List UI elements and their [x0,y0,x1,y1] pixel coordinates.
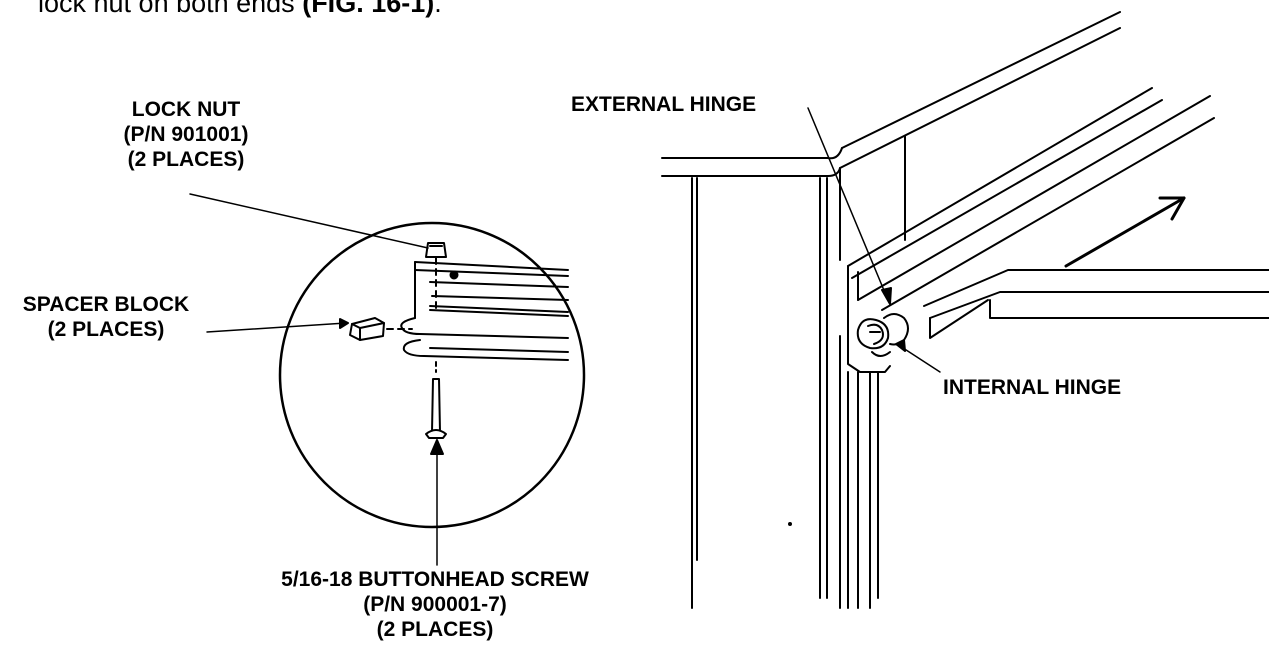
lock-nut-label: LOCK NUT (P/N 901001) (2 PLACES) [104,97,268,172]
external-hinge-text: EXTERNAL HINGE [571,93,757,116]
lock-nut-part [425,242,447,311]
screw-hole [449,270,459,280]
frame-view [661,11,1269,609]
lock-nut-leader [189,193,429,249]
figure-reference: (FIG. 16-1) [302,0,435,18]
internal-hinge-leader [899,345,941,373]
external-hinge-label: EXTERNAL HINGE [571,92,756,117]
external-hinge-leader [807,107,889,301]
lock-nut-part-number: (P/N 901001) [123,123,249,146]
spacer-block-part [349,317,413,341]
lock-nut-label-line: LOCK NUT [131,98,241,121]
hinge-extrusion-detail [400,261,569,361]
detail-view [189,193,586,566]
intro-period: . [434,0,442,18]
spacer-block-label: SPACER BLOCK (2 PLACES) [6,292,206,342]
screw-label-line: 5/16-18 BUTTONHEAD SCREW [281,568,589,591]
spacer-block-label-line: SPACER BLOCK [22,293,190,316]
screw-label: 5/16-18 BUTTONHEAD SCREW (P/N 900001-7) … [228,567,642,642]
screw-part-number: (P/N 900001-7) [363,593,507,616]
intro-text: lock nut on both ends [38,0,295,18]
screw-quantity: (2 PLACES) [376,618,494,641]
lock-nut-quantity: (2 PLACES) [127,148,245,171]
internal-hinge-text: INTERNAL HINGE [943,376,1122,399]
hinge-knuckles [856,313,909,357]
spacer-block-quantity: (2 PLACES) [47,318,165,341]
buttonhead-screw-part [425,361,447,439]
detail-circle [278,221,586,529]
spacer-block-leader [206,322,347,333]
intro-text-line: lock nut on both ends (FIG. 16-1). [38,0,442,20]
slide-direction-arrow [1064,196,1186,268]
internal-hinge-label: INTERNAL HINGE [943,375,1121,400]
